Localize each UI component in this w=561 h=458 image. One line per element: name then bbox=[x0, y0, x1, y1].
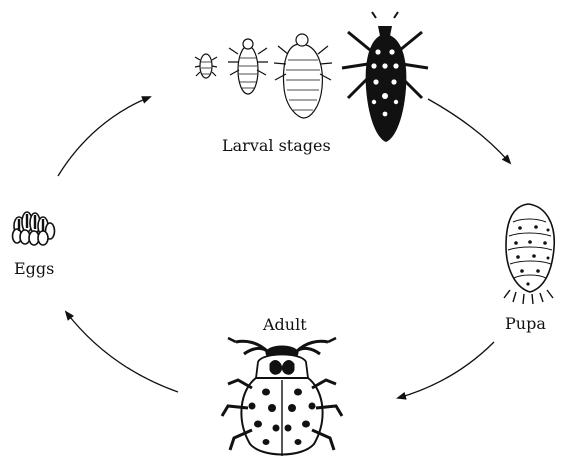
larval-stages-label: Larval stages bbox=[222, 136, 331, 155]
arrow-adult-to-eggs bbox=[66, 312, 178, 392]
adult-ladybug-illustration bbox=[222, 338, 342, 456]
eggs-illustration bbox=[13, 212, 55, 245]
arrow-eggs-to-larvae bbox=[58, 97, 150, 176]
arrow-larvae-to-pupa bbox=[428, 99, 510, 163]
pupa-label: Pupa bbox=[505, 314, 546, 333]
eggs-label: Eggs bbox=[14, 259, 54, 278]
larva-third-instar bbox=[274, 34, 332, 118]
adult-label: Adult bbox=[263, 315, 307, 334]
larva-first-instar bbox=[195, 54, 217, 78]
pupa-illustration bbox=[504, 204, 554, 304]
larva-second-instar bbox=[228, 39, 268, 94]
larva-fourth-instar bbox=[342, 12, 428, 142]
arrow-pupa-to-adult bbox=[398, 342, 494, 398]
